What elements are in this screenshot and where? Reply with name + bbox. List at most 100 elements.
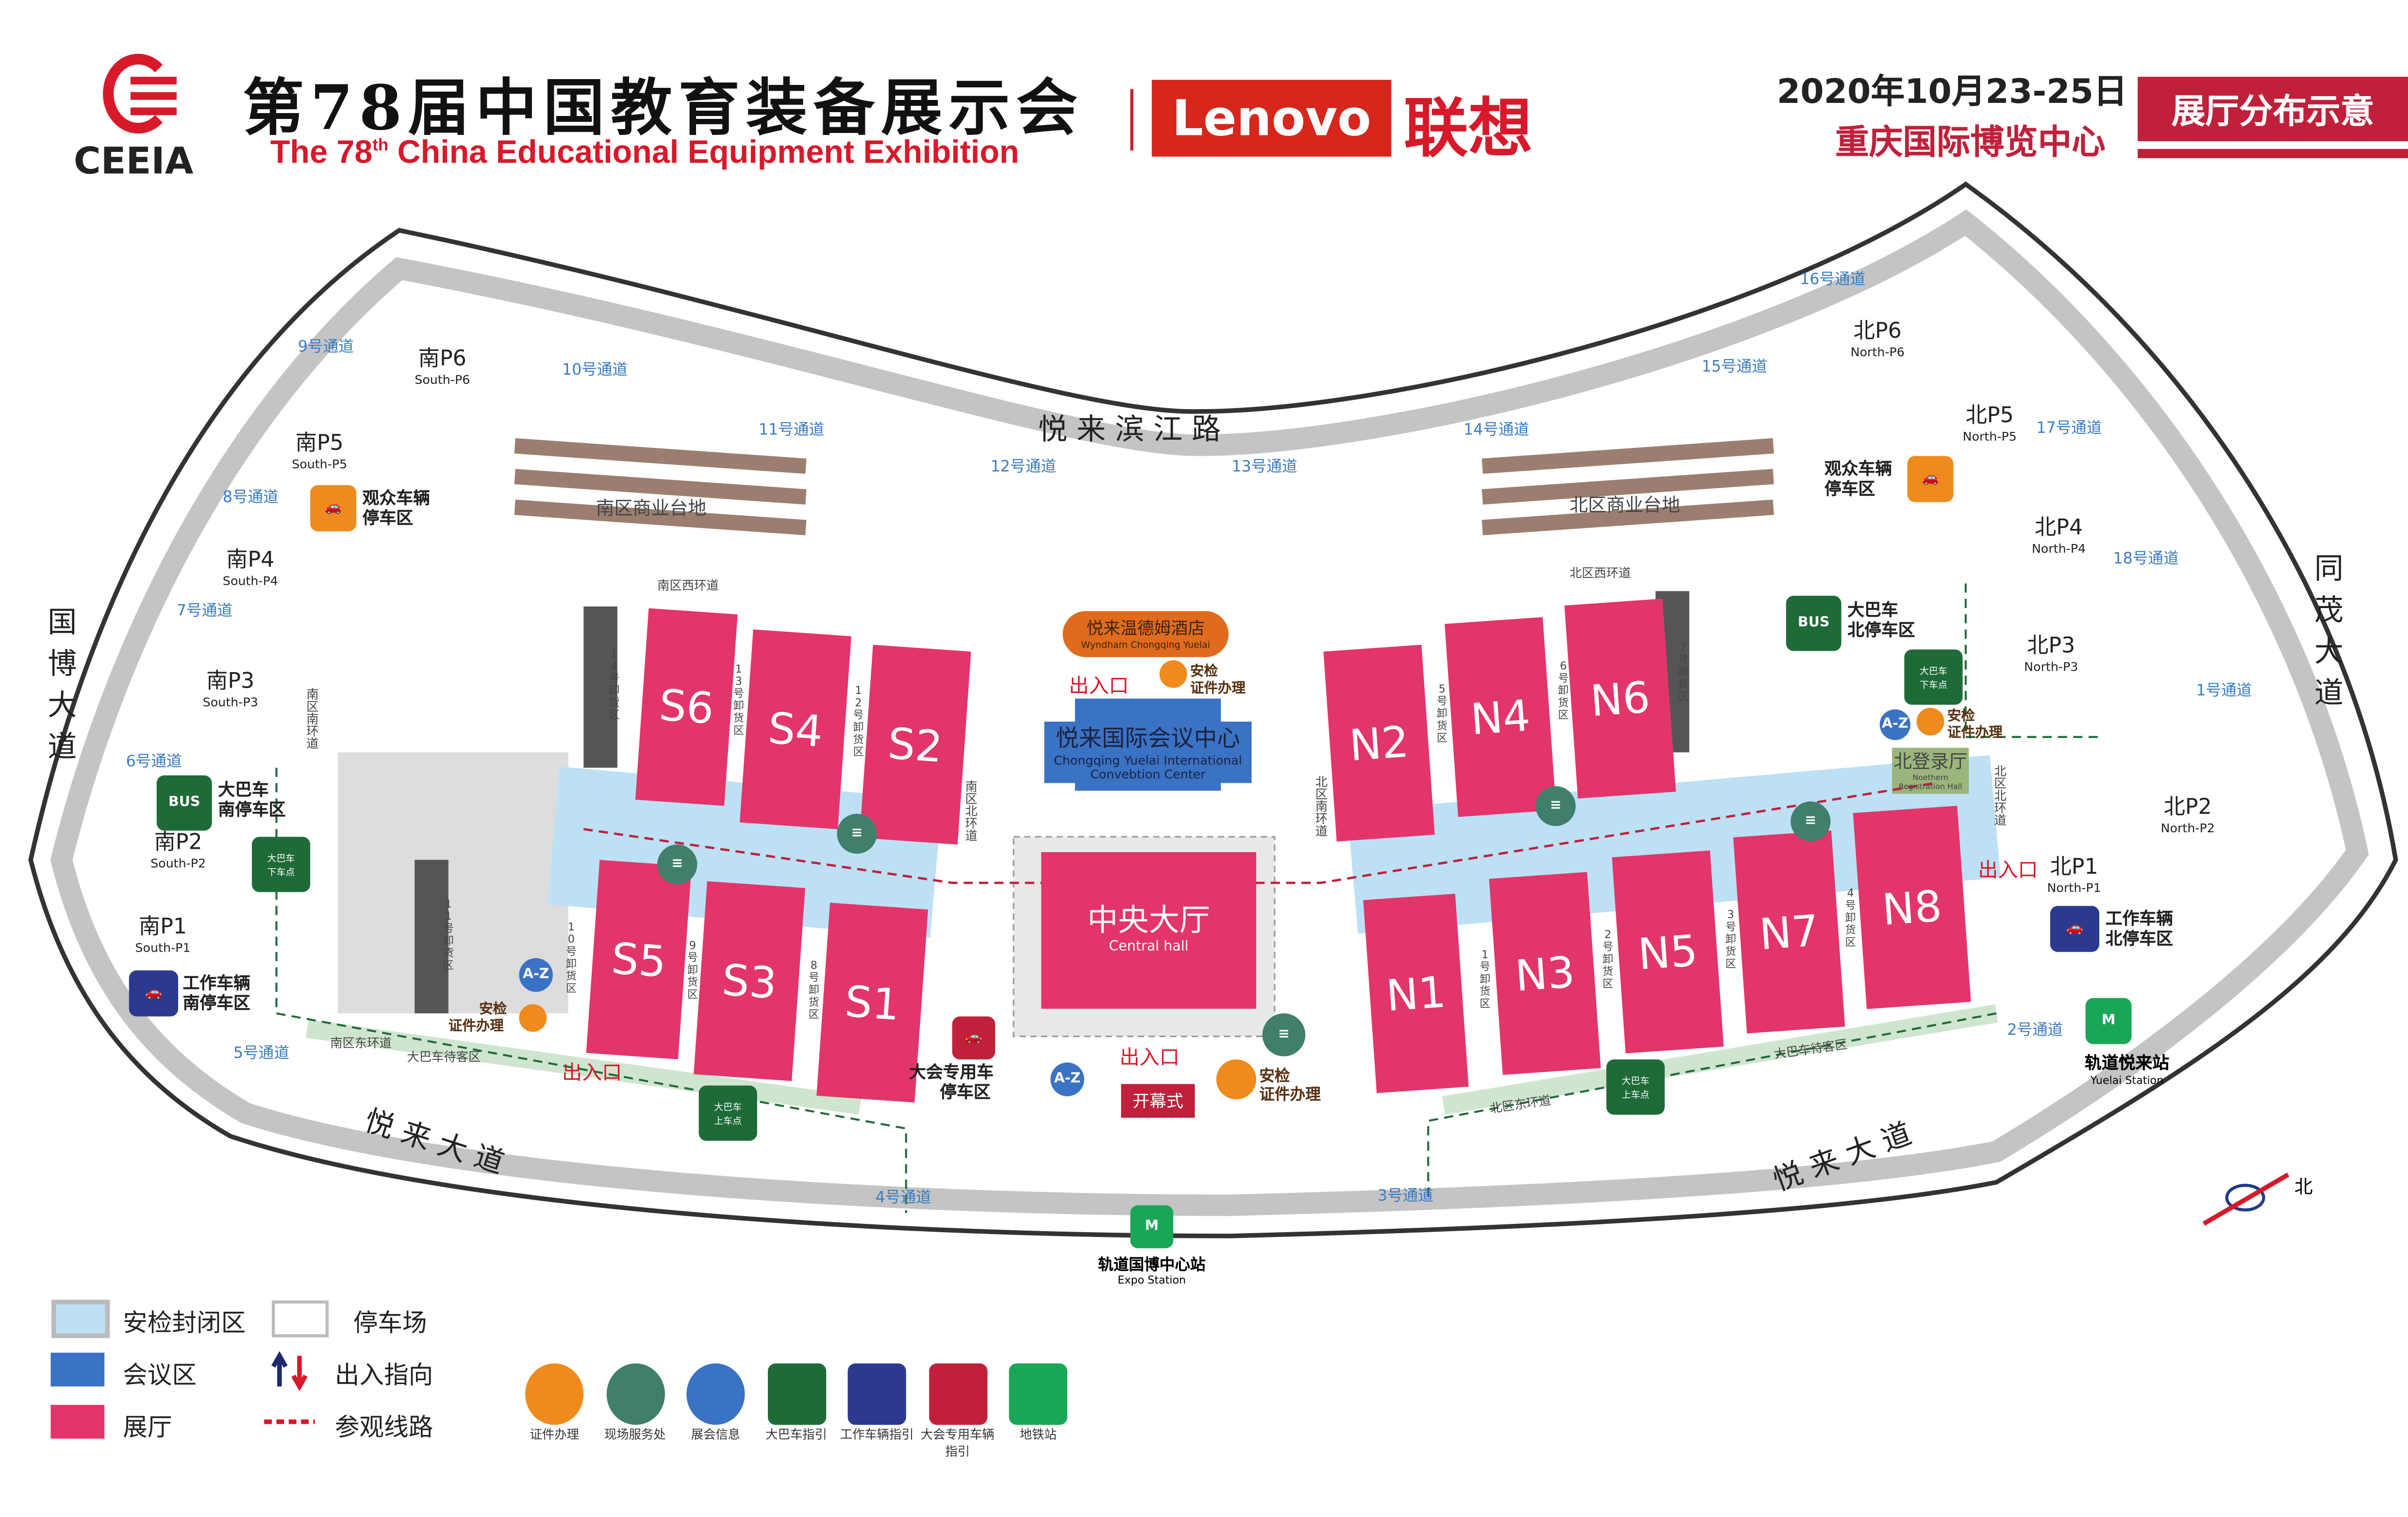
- hall-S3[interactable]: S3: [694, 881, 805, 1081]
- bus-waiting-lanes: [306, 1004, 1998, 1115]
- entrance-south: 出入口: [562, 1062, 622, 1086]
- official-vehicle-icon[interactable]: 🚗: [952, 1016, 996, 1060]
- channel-label: 18号通道: [2113, 551, 2179, 568]
- work-vehicle-icon[interactable]: 🚗: [2050, 906, 2100, 952]
- opening-ceremony[interactable]: 开幕式: [1121, 1084, 1195, 1118]
- hall-S2[interactable]: S2: [859, 644, 971, 845]
- hall-N3[interactable]: N3: [1489, 872, 1601, 1075]
- hall-N5[interactable]: N5: [1611, 850, 1724, 1054]
- legend-icon-label: 大会专用车辆指引: [920, 1428, 995, 1459]
- hall-N2[interactable]: N2: [1323, 644, 1435, 842]
- road-right: 同茂大道: [2309, 553, 2344, 719]
- service-icon[interactable]: ≡: [1262, 1013, 1306, 1056]
- parking-en: North-P1: [2047, 881, 2101, 895]
- official-parking: 大会专用车停车区: [909, 1062, 994, 1103]
- service-icon[interactable]: ≡: [1791, 801, 1831, 841]
- badge-icon: [1216, 1059, 1257, 1100]
- unload-dark-14: [583, 606, 617, 768]
- service-icon[interactable]: ≡: [657, 844, 697, 885]
- channel-label: 12号通道: [990, 459, 1056, 476]
- unloading-area-label: 7号卸货区: [1677, 642, 1689, 704]
- visitor-parking-south: 观众车辆停车区: [362, 488, 430, 528]
- parking-name: 北P2: [2163, 795, 2212, 820]
- channel-label: 15号通道: [1701, 359, 1767, 377]
- parking-name: 北P4: [2034, 516, 2083, 541]
- hall-S4[interactable]: S4: [739, 629, 851, 829]
- parking-name: 北P5: [1965, 404, 2014, 429]
- ceeia-logo: CEEIA: [69, 53, 222, 183]
- bus-pickup-south[interactable]: 大巴车上车点: [698, 1085, 757, 1141]
- parking-en: South-P2: [150, 857, 206, 871]
- parking-en: North-P3: [2024, 660, 2078, 674]
- ring-road: [50, 209, 2369, 1216]
- hall-N6[interactable]: N6: [1564, 598, 1676, 799]
- legend-hall: 展厅: [123, 1412, 172, 1442]
- entrance-hotel: 出入口: [1069, 676, 1129, 699]
- channel-label: 3号通道: [1378, 1188, 1434, 1205]
- service-icon[interactable]: ≡: [837, 813, 877, 854]
- legend-icon-label: 展会信息: [691, 1428, 740, 1442]
- legend-icon-label: 工作车辆指引: [840, 1428, 914, 1442]
- compass-north-label: 北: [2294, 1176, 2313, 1198]
- legend-swatches: [50, 1300, 329, 1439]
- unloading-area-label: 10号卸货区: [565, 921, 577, 995]
- visitor-parking-icon[interactable]: 🚗: [310, 485, 357, 531]
- parking-en: North-P2: [2160, 821, 2215, 836]
- label-south-commercial: 南区商业台地: [596, 497, 707, 519]
- hall-N8[interactable]: N8: [1853, 806, 1971, 1009]
- parking-name: 南P6: [418, 347, 466, 372]
- channel-label: 17号通道: [2036, 420, 2102, 438]
- hall-N1[interactable]: N1: [1363, 893, 1469, 1093]
- parking-name: 北P1: [2050, 855, 2098, 880]
- badge-icon: [525, 1363, 584, 1425]
- service-icon: [606, 1363, 664, 1425]
- parking-en: North-P6: [1850, 345, 1905, 360]
- bus-drop-north[interactable]: 大巴车下车点: [1904, 649, 1963, 705]
- divider: [1130, 89, 1133, 151]
- az-info-icon[interactable]: A-Z: [1050, 1062, 1084, 1097]
- bus-icon[interactable]: BUS: [156, 775, 212, 831]
- convention-center-label[interactable]: 悦来国际会议中心 Chongqing Yuelai International …: [1054, 725, 1242, 782]
- bus-icon[interactable]: BUS: [1786, 595, 1842, 651]
- legend-icon-label: 地铁站: [1019, 1428, 1057, 1442]
- unloading-area-label: 9号卸货区: [687, 940, 698, 1001]
- work-vehicle-icon: [847, 1363, 906, 1425]
- service-icon[interactable]: ≡: [1535, 786, 1576, 826]
- parking-en: South-P1: [135, 941, 191, 955]
- az-info-icon[interactable]: A-Z: [1879, 709, 1910, 740]
- az-info-icon[interactable]: A-Z: [519, 958, 553, 992]
- road-left: 国博大道: [43, 606, 77, 773]
- hall-S6[interactable]: S6: [635, 608, 738, 806]
- hall-S5[interactable]: S5: [586, 859, 692, 1059]
- label-north-commercial: 北区商业台地: [1569, 494, 1680, 516]
- label-south-west-ring: 南区西环道: [657, 578, 719, 593]
- entrance-north: 出入口: [1978, 859, 2038, 883]
- work-vehicle-icon[interactable]: 🚗: [129, 970, 179, 1017]
- lenovo-cn: 联想: [1403, 90, 1533, 166]
- bus-drop-south[interactable]: 大巴车下车点: [251, 837, 311, 892]
- label-south-east-ring: 南区东环道: [330, 1036, 392, 1051]
- parking-name: 南P2: [154, 830, 202, 856]
- unloading-area-label: 12号卸货区: [853, 685, 864, 758]
- parking-name: 北P3: [2027, 634, 2076, 659]
- hall-N4[interactable]: N4: [1445, 617, 1557, 817]
- visitor-parking-icon[interactable]: 🚗: [1907, 456, 1954, 502]
- metro-icon[interactable]: M: [2085, 998, 2132, 1044]
- parking-name: 南P3: [206, 669, 255, 694]
- metro-icon[interactable]: M: [1130, 1205, 1174, 1249]
- channel-label: 8号通道: [222, 490, 279, 507]
- az-info-icon: [686, 1363, 745, 1425]
- hall-N7[interactable]: N7: [1733, 830, 1845, 1034]
- bus-pickup-north[interactable]: 大巴车上车点: [1606, 1059, 1665, 1115]
- legend-icon-label: 现场服务处: [604, 1428, 666, 1442]
- label-south-south-ring: 南区南环道: [305, 688, 320, 749]
- channel-label: 6号通道: [126, 754, 182, 771]
